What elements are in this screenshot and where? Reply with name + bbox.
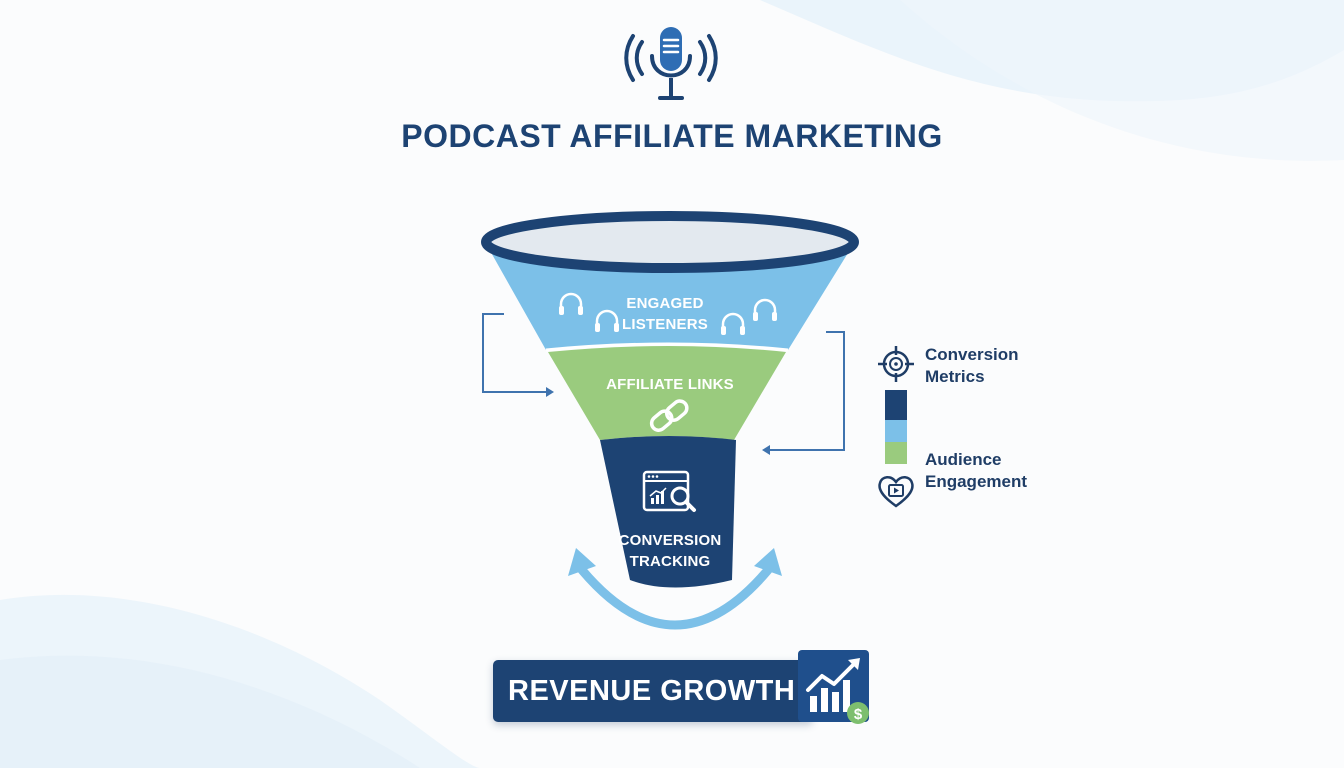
svg-text:$: $ <box>854 706 863 723</box>
analytics-search-icon <box>642 470 696 512</box>
stage-label-affiliate-links: AFFILIATE LINKS <box>606 376 734 393</box>
legend-swatch-dark-blue <box>885 390 907 420</box>
legend-swatch-light-blue <box>885 420 907 442</box>
right-flow-arrow <box>762 331 845 455</box>
legend-label-line: Metrics <box>925 367 985 386</box>
target-dollar-icon <box>878 346 914 382</box>
revenue-growth-banner <box>493 660 813 722</box>
left-flow-arrow <box>482 313 554 397</box>
legend-label-audience-engagement: Audience Engagement <box>925 449 1027 493</box>
heart-play-icon <box>878 476 914 508</box>
growth-chart-dollar-icon: $ <box>806 658 869 724</box>
legend-label-conversion-metrics: Conversion Metrics <box>925 344 1019 388</box>
page-title: PODCAST AFFILIATE MARKETING <box>401 118 943 154</box>
stage-label-line: ENGAGED <box>626 295 704 312</box>
stage-label-conversion-tracking: CONVERSION TRACKING <box>600 530 740 572</box>
legend-label-line: Engagement <box>925 472 1028 491</box>
funnel-stage-conversion-tracking <box>600 436 736 588</box>
microphone-broadcast-icon <box>624 27 718 100</box>
stage-label-engaged-listeners: ENGAGED LISTENERS <box>600 293 730 335</box>
feedback-cycle-arrow <box>568 548 782 630</box>
headphones-icon <box>753 298 777 321</box>
headphones-icon <box>559 292 583 315</box>
legend-label-line: Audience <box>925 450 1002 469</box>
revenue-growth-label: REVENUE GROWTH <box>508 675 796 707</box>
headphones-icon <box>721 312 745 335</box>
legend-swatch-green <box>885 442 907 464</box>
funnel-diagram <box>481 211 859 588</box>
stage-label-line: CONVERSION <box>618 532 722 549</box>
legend-label-line: Conversion <box>925 345 1019 364</box>
funnel-stage-affiliate-links <box>548 346 786 440</box>
headphones-icon <box>595 309 619 332</box>
stage-label-line: LISTENERS <box>622 316 708 333</box>
stage-label-line: TRACKING <box>629 553 711 570</box>
chain-link-icon <box>649 399 689 432</box>
